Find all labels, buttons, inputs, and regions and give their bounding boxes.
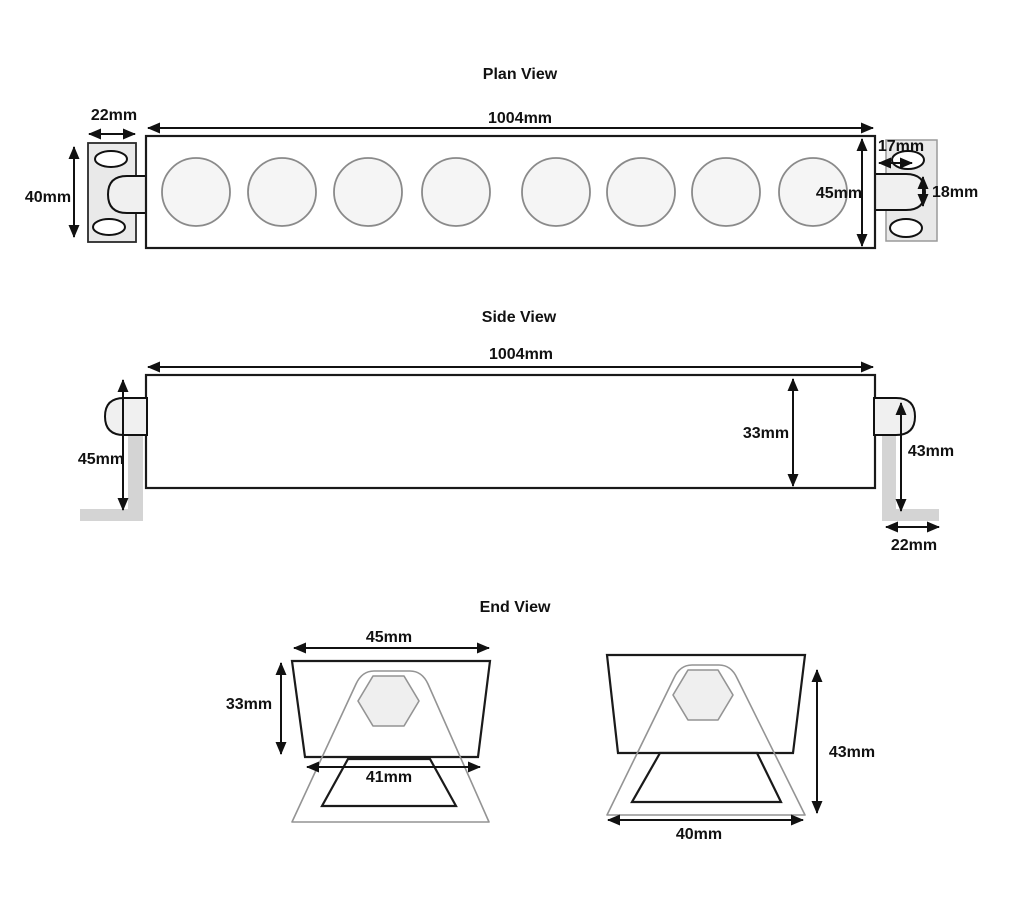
hex-bolt-head	[672, 669, 734, 721]
bracket-profile-right	[606, 664, 806, 816]
bracket-slot	[94, 150, 128, 168]
swivel-connector-left	[106, 175, 150, 214]
bracket-foot-opening-right	[630, 751, 783, 804]
l-bracket-foot-left	[80, 509, 143, 521]
end-view-right: 43mm 40mm	[605, 653, 875, 843]
bracket-profile-left	[291, 670, 490, 823]
dim-right-bracket-height: 43mm	[895, 402, 954, 512]
dim-label-slot-length: 17mm	[878, 138, 924, 155]
led-lens	[606, 157, 676, 227]
dim-slot-length: 17mm	[878, 138, 924, 169]
dim-label-right-bracket-height: 43mm	[908, 443, 954, 460]
dim-end-height: 33mm	[226, 662, 287, 755]
end-view: End View 45mm 33mm 41mm	[226, 599, 875, 843]
dim-label-end-base-width: 40mm	[676, 826, 722, 843]
dim-label-bracket-width: 22mm	[91, 107, 137, 124]
led-lens	[421, 157, 491, 227]
dim-end-base-width: 40mm	[607, 814, 804, 843]
pivot-knob-right	[873, 397, 917, 436]
dim-connector-height: 18mm	[917, 176, 978, 207]
dim-label-connector-height: 18mm	[932, 184, 978, 201]
l-bracket-foot-right	[882, 509, 939, 521]
side-view: Side View 1004mm 45mm 33mm 43mm	[78, 309, 954, 554]
dim-end-bottom-width: 41mm	[306, 761, 481, 786]
dim-label-end-height: 33mm	[226, 696, 272, 713]
bracket-slot	[92, 218, 126, 236]
dim-label-bracket-foot-width: 22mm	[891, 537, 937, 554]
dim-end-top-width: 45mm	[293, 629, 490, 654]
led-lens	[521, 157, 591, 227]
dim-end-right-height: 43mm	[811, 669, 875, 814]
dim-plan-length: 1004mm	[147, 110, 874, 134]
dim-label-side-length: 1004mm	[489, 346, 553, 363]
dim-label-end-right-height: 43mm	[829, 744, 875, 761]
dim-side-length: 1004mm	[147, 346, 874, 373]
end-view-left: 45mm 33mm 41mm	[226, 629, 492, 823]
end-view-title: End View	[480, 599, 551, 616]
dim-bracket-foot-width: 22mm	[885, 521, 940, 554]
dim-bar-depth: 45mm	[816, 138, 868, 247]
led-lens	[691, 157, 761, 227]
dim-label-bar-height: 33mm	[743, 425, 789, 442]
side-view-title: Side View	[482, 309, 557, 326]
dim-bracket-height: 40mm	[25, 146, 80, 238]
dim-label-left-bracket-height: 45mm	[78, 451, 124, 468]
led-lens	[161, 157, 231, 227]
dim-label-bar-depth: 45mm	[816, 185, 862, 202]
dim-bar-height: 33mm	[743, 378, 799, 487]
dim-label-plan-length: 1004mm	[488, 110, 552, 127]
led-lens	[333, 157, 403, 227]
led-lens	[247, 157, 317, 227]
pivot-knob-left	[103, 397, 148, 436]
swivel-connector-right	[872, 173, 927, 211]
hex-bolt-head	[357, 675, 420, 727]
plan-view-title: Plan View	[483, 66, 558, 83]
dim-bracket-width: 22mm	[88, 107, 137, 140]
dim-label-bracket-height: 40mm	[25, 189, 71, 206]
dim-left-bracket-height: 45mm	[78, 379, 129, 511]
dim-label-end-bottom-width: 41mm	[366, 769, 412, 786]
bracket-slot	[889, 218, 923, 238]
dim-label-end-top-width: 45mm	[366, 629, 412, 646]
plan-view: Plan View 1004mm 22mm	[25, 66, 978, 250]
led-lens	[778, 157, 848, 227]
